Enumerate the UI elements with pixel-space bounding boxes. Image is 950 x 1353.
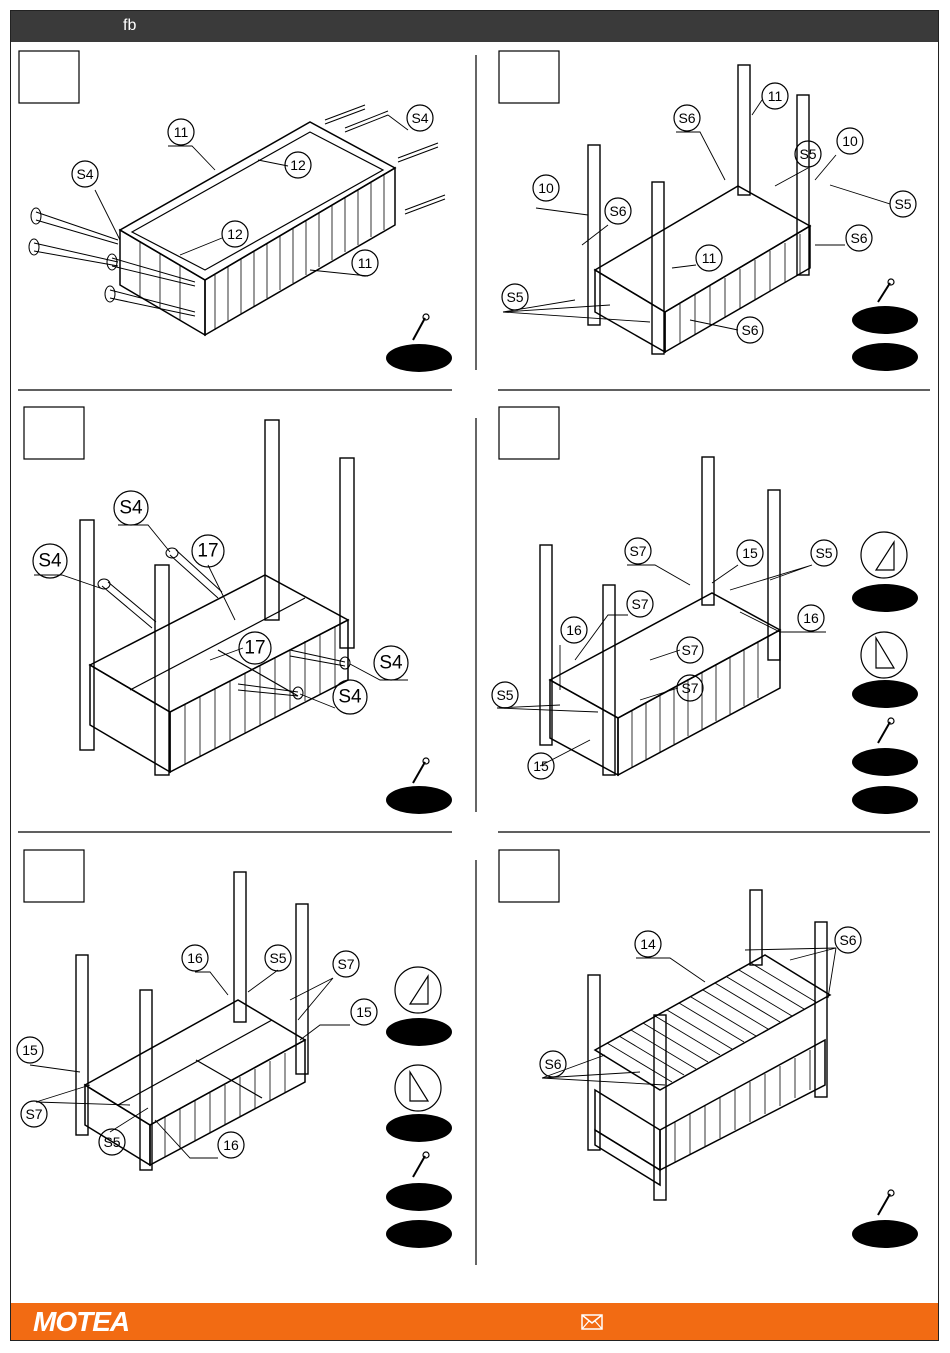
step1-label-11a: 11 bbox=[174, 124, 189, 140]
step2-label-10b: 10 bbox=[538, 180, 554, 196]
step5-label-16b: 16 bbox=[223, 1137, 239, 1153]
step4-label-15b: 15 bbox=[533, 758, 549, 774]
step5-label-15b: 15 bbox=[22, 1042, 38, 1058]
step4-tool-badge-b bbox=[852, 786, 918, 814]
step3-tool-badge bbox=[386, 786, 452, 814]
step3-label-s4a: S4 bbox=[119, 498, 143, 519]
step3-screwdriver-icon bbox=[413, 758, 429, 783]
step4-label-s7a: S7 bbox=[629, 543, 646, 559]
step4-bracket-icon-a bbox=[861, 532, 907, 578]
step4-bracket-badge-a bbox=[852, 584, 918, 612]
step2-label-s6c: S6 bbox=[850, 230, 867, 246]
step5-tool-badge-a bbox=[386, 1183, 452, 1211]
step1-label-12a: 12 bbox=[290, 157, 306, 173]
step2-leaders bbox=[503, 100, 890, 330]
step5-bracket-icon-b bbox=[395, 1065, 441, 1111]
step-box-3 bbox=[24, 407, 84, 459]
step6-label-14: 14 bbox=[640, 936, 656, 952]
step4-label-15a: 15 bbox=[742, 545, 758, 561]
step5-tool-badge-b bbox=[386, 1220, 452, 1248]
step5-frame bbox=[76, 872, 308, 1170]
envelope-icon[interactable] bbox=[581, 1314, 603, 1330]
step2-label-s6a: S6 bbox=[678, 110, 695, 126]
step4-bracket-icon-b bbox=[861, 632, 907, 678]
step3-label-s4c: S4 bbox=[379, 653, 403, 674]
step4-label-16b: 16 bbox=[803, 610, 819, 626]
footer-bar: MOTEA bbox=[11, 1303, 938, 1340]
step5-leaders bbox=[30, 970, 350, 1158]
step2-label-s5a: S5 bbox=[799, 146, 816, 162]
step3-label-17a: 17 bbox=[197, 541, 218, 562]
step4-label-s7c: S7 bbox=[681, 642, 698, 658]
step-box-1 bbox=[19, 51, 79, 103]
brand-logo: MOTEA bbox=[33, 1306, 129, 1338]
step1-label-s4b: S4 bbox=[411, 110, 428, 126]
step5-label-s7b: S7 bbox=[25, 1106, 42, 1122]
step5-label-s5b: S5 bbox=[103, 1134, 120, 1150]
step2-label-s6d: S6 bbox=[741, 322, 758, 338]
step4-label-s5a: S5 bbox=[815, 545, 832, 561]
step1-label-12b: 12 bbox=[227, 226, 243, 242]
step2-label-11a: 11 bbox=[768, 88, 783, 104]
step3-label-s4b: S4 bbox=[38, 551, 62, 572]
step2-tool-badge-a bbox=[852, 306, 918, 334]
step1-label-11b: 11 bbox=[358, 255, 373, 271]
step2-label-s5b: S5 bbox=[894, 196, 911, 212]
step4-frame bbox=[540, 457, 780, 775]
step1-label-s4a: S4 bbox=[76, 166, 93, 182]
step3-screws bbox=[98, 548, 350, 699]
step4-tool-badge-a bbox=[852, 748, 918, 776]
step5-screwdriver-icon bbox=[413, 1152, 429, 1177]
step-box-4 bbox=[499, 407, 559, 459]
step2-label-10a: 10 bbox=[842, 133, 858, 149]
step5-label-16a: 16 bbox=[187, 950, 203, 966]
step6-screwdriver-icon bbox=[878, 1190, 894, 1215]
step1-screwdriver-icon bbox=[413, 314, 429, 340]
step1-tool-badge bbox=[386, 344, 452, 372]
step4-label-s7d: S7 bbox=[681, 680, 698, 696]
step4-screwdriver-icon bbox=[878, 718, 894, 743]
step3-label-17b: 17 bbox=[244, 638, 265, 659]
step6-frame bbox=[588, 890, 830, 1200]
step3-label-s4d: S4 bbox=[338, 687, 362, 708]
step5-bracket-badge-a bbox=[386, 1018, 452, 1046]
step5-bracket-icon-a bbox=[395, 967, 441, 1013]
step2-screwdriver-icon bbox=[878, 279, 894, 302]
step4-label-s5b: S5 bbox=[496, 687, 513, 703]
step1-screws bbox=[29, 105, 445, 316]
step6-label-s6a: S6 bbox=[839, 932, 856, 948]
step6-tool-badge bbox=[852, 1220, 918, 1248]
step2-label-s5c: S5 bbox=[506, 289, 523, 305]
step4-bracket-badge-b bbox=[852, 680, 918, 708]
step5-label-15a: 15 bbox=[356, 1004, 372, 1020]
step4-leaders bbox=[497, 565, 826, 766]
step4-label-s7b: S7 bbox=[631, 596, 648, 612]
step4-label-16a: 16 bbox=[566, 622, 582, 638]
step6-label-s6b: S6 bbox=[544, 1056, 561, 1072]
step-box-2 bbox=[499, 51, 559, 103]
step-box-5 bbox=[24, 850, 84, 902]
step5-bracket-badge-b bbox=[386, 1114, 452, 1142]
step-box-6 bbox=[499, 850, 559, 902]
step5-label-s7a: S7 bbox=[337, 956, 354, 972]
step2-tool-badge-b bbox=[852, 343, 918, 371]
step2-label-s6b: S6 bbox=[609, 203, 626, 219]
step2-label-11b: 11 bbox=[702, 250, 717, 266]
step5-label-s5a: S5 bbox=[269, 950, 286, 966]
